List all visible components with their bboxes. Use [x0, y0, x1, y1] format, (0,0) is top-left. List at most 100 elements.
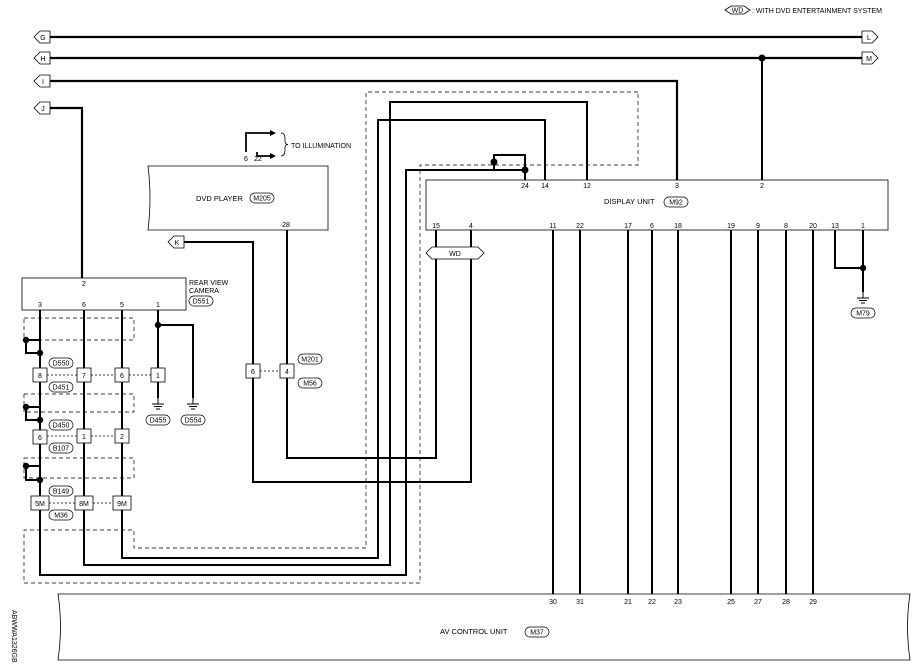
wire-pin4 [252, 259, 472, 483]
camera-name-2: CAMERA [189, 288, 219, 295]
splice-dot [36, 416, 44, 424]
flag-m-label: M [866, 56, 872, 63]
display-pin-18: 18 [674, 223, 682, 230]
dvd-connector: M205 [253, 196, 271, 203]
pin-label: 5M [35, 501, 45, 508]
dvd-pin-6: 6 [244, 156, 248, 163]
display-pin-4: 4 [469, 223, 473, 230]
display-to-av-wires [552, 230, 864, 594]
connector-m201: M201 [301, 357, 319, 364]
connector-badge [297, 377, 323, 389]
connector-badge [48, 381, 74, 393]
pin-label: 9M [117, 501, 127, 508]
wire-pin24-loop [493, 154, 526, 180]
display-pin-6: 6 [650, 223, 654, 230]
display-connector: M92 [669, 200, 683, 207]
top-buses [44, 35, 866, 278]
av-pin-21: 21 [624, 599, 632, 606]
camera-pin-5: 5 [120, 302, 124, 309]
display-pin-24: 24 [521, 183, 529, 190]
av-control-box [57, 593, 911, 661]
splice-dot [521, 166, 529, 174]
ground-badge [850, 307, 876, 319]
ground-d554: D554 [185, 418, 202, 425]
connector-badge [48, 509, 74, 521]
ground-badge [180, 414, 206, 426]
dvd-pin-22: 22 [254, 156, 262, 163]
pin-label: 7 [82, 373, 86, 380]
flag-i-left [33, 74, 51, 88]
legend-badge [724, 5, 751, 15]
flags: G H I J L M K [33, 30, 879, 249]
bypass-3 [25, 465, 40, 481]
display-pin-22: 22 [576, 223, 584, 230]
wire-pin12 [83, 101, 588, 566]
connector-b149: B149 [53, 489, 69, 496]
connector-badge [48, 419, 74, 431]
wire-pin24 [39, 169, 494, 576]
connector-m201-m56: 6 4 M201 M56 [245, 353, 323, 389]
pin-label: 6 [38, 435, 42, 442]
pin-box [112, 495, 132, 511]
ground-d455-d554: D455 D554 [145, 397, 206, 426]
bypass-1 [25, 339, 40, 354]
splice-dot [36, 476, 44, 484]
pin-box [114, 428, 130, 444]
to-illumination: TO ILLUMINATION [291, 143, 351, 150]
av-pin-23: 23 [674, 599, 682, 606]
legend-text: : WITH DVD ENTERTAINMENT SYSTEM [752, 8, 882, 15]
wire-k [184, 241, 254, 364]
display-unit-box [425, 179, 889, 231]
wd-enclosure-main [23, 91, 639, 584]
connector-d450: D450 [53, 423, 70, 430]
flag-j-label: J [41, 106, 45, 113]
legend-badge-text: WD [732, 8, 744, 15]
wd-enclosure-3 [23, 457, 135, 479]
wd-enclosure-2 [23, 393, 135, 413]
display-pin-11: 11 [549, 223, 556, 230]
pin-label: 4 [285, 369, 289, 376]
flag-l-label: L [867, 35, 871, 42]
display-pin-15: 15 [432, 223, 440, 230]
illum-arrow-1 [270, 130, 276, 136]
wire-j-camera [44, 106, 84, 278]
dvd-player-box [147, 165, 329, 231]
av-connector: M37 [530, 630, 544, 637]
illum-wire-2 [256, 152, 270, 157]
legend: WD : WITH DVD ENTERTAINMENT SYSTEM [724, 5, 882, 15]
display-pin-19: 19 [727, 223, 735, 230]
wd-tag: WD [425, 246, 485, 260]
ground-icon [186, 397, 200, 410]
flag-g-left [33, 30, 51, 44]
wire-i-pin3 [44, 79, 679, 180]
camera-pin-3: 3 [38, 302, 42, 309]
flag-j-left [33, 101, 51, 115]
pin-box [279, 363, 295, 379]
camera-box [21, 277, 187, 311]
flag-h-label: H [40, 56, 45, 63]
wd-tag-shape [425, 246, 485, 260]
bypass-2 [25, 406, 40, 421]
pin-label: 2 [120, 434, 124, 441]
display-connector-badge [663, 196, 689, 208]
pin-label: 1 [156, 373, 160, 380]
splice-dot [859, 264, 867, 272]
dvd-video-wires [184, 230, 472, 483]
av-pin-27: 27 [754, 599, 762, 606]
illum-wire-1 [245, 132, 270, 152]
pin-label: 6 [251, 369, 255, 376]
pin-label: 1 [82, 434, 86, 441]
display-pin-20: 20 [809, 223, 817, 230]
av-connector-badge [524, 626, 550, 638]
camera-splices [22, 321, 162, 484]
display-pin-13: 13 [831, 223, 839, 230]
pin-label: 8 [38, 373, 42, 380]
display-pin-3: 3 [675, 183, 679, 190]
connector-d550-d451: 8 7 6 1 D550 D451 [32, 357, 166, 393]
wd-enclosure-1 [23, 317, 135, 341]
av-pin-29: 29 [809, 599, 817, 606]
flag-g-label: G [40, 35, 45, 42]
connector-b149-m36: 5M 8M 9M B149 M36 [30, 485, 132, 521]
rear-view-camera: 2 3 6 5 1 REAR VIEW CAMERA D551 [21, 277, 229, 311]
connector-d451: D451 [53, 385, 70, 392]
